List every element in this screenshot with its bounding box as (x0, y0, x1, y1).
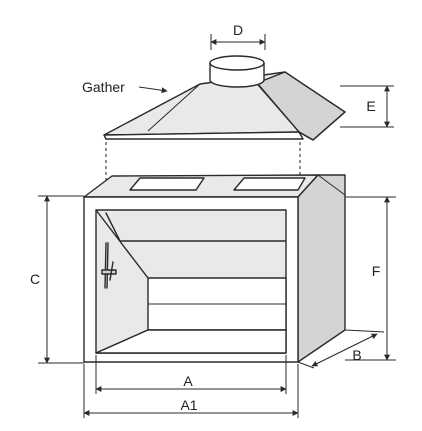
dimension-a: A (95, 355, 287, 394)
label-c: C (30, 271, 40, 287)
lamp-bracket (101, 242, 117, 289)
body-right-side (297, 174, 346, 363)
label-d: D (233, 22, 243, 38)
label-gather: Gather (82, 79, 125, 95)
gather-canopy (103, 71, 346, 141)
top-opening-right (233, 177, 306, 191)
hood-body (83, 174, 346, 363)
dimension-f: F (345, 196, 396, 361)
canopy-ridge-line (147, 83, 201, 132)
dimension-a1: A1 (83, 364, 299, 418)
dimension-d: D (210, 22, 266, 50)
collar (209, 55, 265, 88)
canopy-ridge-line-right (256, 83, 300, 133)
dimension-e: E (340, 85, 394, 128)
inner-floor (95, 329, 287, 354)
canopy-right-lip (298, 111, 346, 141)
label-a1: A1 (180, 397, 197, 413)
collar-top (209, 55, 265, 71)
dimension-c: C (30, 195, 84, 364)
gather-pointer: Gather (82, 79, 168, 95)
label-f: F (372, 263, 381, 279)
canopy-front-lip (103, 131, 304, 140)
dimension-b: B (297, 329, 385, 369)
label-a: A (183, 373, 193, 389)
top-opening-left (129, 177, 205, 191)
label-e: E (366, 98, 375, 114)
label-b: B (352, 347, 361, 363)
